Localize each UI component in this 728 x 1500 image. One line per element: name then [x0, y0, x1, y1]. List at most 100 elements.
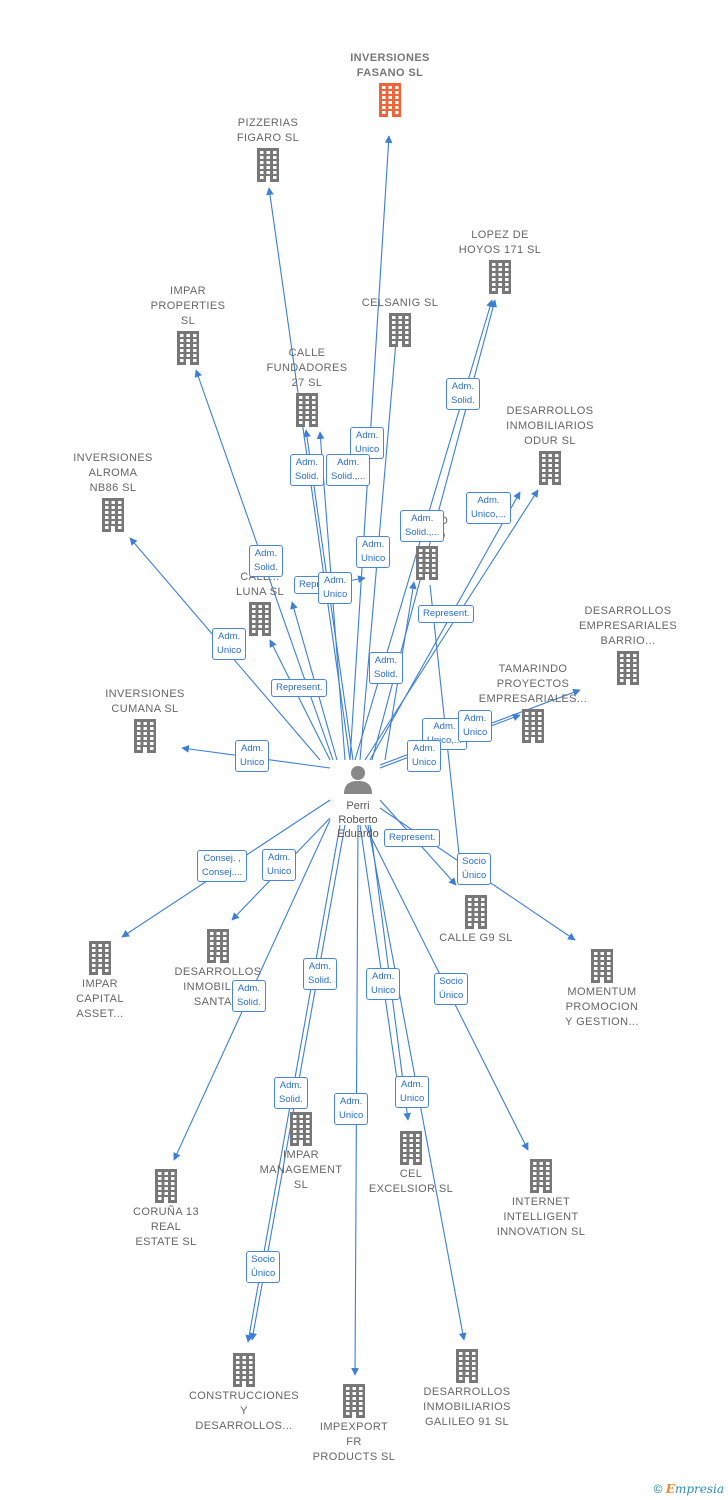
- company-label: IMPAR MANAGEMENT SL: [259, 1149, 343, 1191]
- building-icon: [617, 651, 639, 685]
- building-icon: [257, 148, 279, 182]
- company-label: DESARROLLOS EMPRESARIALES BARRIO...: [578, 605, 678, 647]
- company-node-cumana[interactable]: INVERSIONES CUMANA SL: [70, 687, 220, 755]
- relation-label[interactable]: Adm. Unico: [366, 968, 401, 1000]
- building-icon: [416, 546, 438, 580]
- company-label: INVERSIONES ALROMA NB86 SL: [73, 452, 153, 494]
- relation-label[interactable]: Adm. Solid.: [290, 454, 324, 486]
- person-icon: [344, 766, 372, 794]
- relation-label[interactable]: Adm. Solid.: [274, 1077, 308, 1109]
- company-node-celsanig[interactable]: CELSANIG SL: [325, 296, 475, 349]
- company-label: MOMENTUM PROMOCION Y GESTION...: [565, 986, 639, 1028]
- relation-label[interactable]: Adm. Unico: [235, 740, 270, 772]
- company-label: CONSTRUCCIONES Y DESARROLLOS...: [188, 1390, 300, 1432]
- relation-edge: [364, 489, 539, 761]
- building-icon: [102, 498, 124, 532]
- relation-label[interactable]: Adm. Solid.: [369, 652, 403, 684]
- company-label: INVERSIONES CUMANA SL: [105, 688, 185, 715]
- company-node-galileo[interactable]: DESARROLLOS INMOBILIARIOS GALILEO 91 SL: [392, 1347, 542, 1430]
- company-node-odur[interactable]: DESARROLLOS INMOBILIARIOS ODUR SL: [475, 404, 625, 487]
- building-icon: [389, 313, 411, 347]
- company-node-calle-fund[interactable]: CALLE FUNDADORES 27 SL: [232, 346, 382, 429]
- company-node-impar-mgmt[interactable]: IMPAR MANAGEMENT SL: [226, 1110, 376, 1193]
- building-icon: [465, 895, 487, 929]
- relation-label[interactable]: Adm. Solid.: [249, 545, 283, 577]
- company-label: CELSANIG SL: [361, 297, 439, 309]
- building-icon: [489, 260, 511, 294]
- footer-brand[interactable]: © Empresia: [654, 1482, 724, 1496]
- relation-label[interactable]: Adm. Unico: [458, 710, 493, 742]
- relation-label[interactable]: Adm. Solid.: [446, 378, 480, 410]
- company-node-calle-g9[interactable]: CALLE G9 SL: [401, 893, 551, 946]
- relation-label[interactable]: Socio Único: [246, 1251, 281, 1283]
- company-node-momentum[interactable]: MOMENTUM PROMOCION Y GESTION...: [527, 947, 677, 1030]
- company-label: DESARROLLOS INMOBILIARIOS ODUR SL: [506, 405, 594, 447]
- company-node-cel[interactable]: CEL EXCELSIOR SL: [336, 1129, 486, 1197]
- relation-label[interactable]: Adm. Unico: [350, 427, 385, 459]
- company-label: TAMARINDO PROYECTOS EMPRESARIALES...: [478, 663, 588, 705]
- relation-label[interactable]: Adm. Unico: [334, 1093, 369, 1125]
- company-node-impar-prop[interactable]: IMPAR PROPERTIES SL: [113, 284, 263, 367]
- person-name: Perri Roberto Eduardo: [337, 800, 379, 840]
- building-icon: [233, 1353, 255, 1387]
- company-node-coruna[interactable]: CORUÑA 13 REAL ESTATE SL: [91, 1167, 241, 1250]
- company-label: CEL EXCELSIOR SL: [368, 1168, 454, 1195]
- relation-label[interactable]: Represent.: [418, 605, 475, 623]
- company-node-santa[interactable]: DESARROLLOS INMOBILIA... SANTA...: [143, 927, 293, 1010]
- company-label: DESARROLLOS INMOBILIARIOS GALILEO 91 SL: [423, 1386, 511, 1428]
- company-node-impar-cap[interactable]: IMPAR CAPITAL ASSET...: [25, 939, 175, 1022]
- relation-label[interactable]: Adm. Solid.: [232, 980, 266, 1012]
- relation-label[interactable]: Consej. , Consej....: [197, 850, 248, 882]
- company-node-construcciones[interactable]: CONSTRUCCIONES Y DESARROLLOS...: [169, 1351, 319, 1434]
- company-node-pizzerias[interactable]: PIZZERIAS FIGARO SL: [193, 116, 343, 184]
- company-label: LOPEZ DE HOYOS 171 SL: [458, 229, 542, 256]
- company-label: CORUÑA 13 REAL ESTATE SL: [133, 1206, 199, 1248]
- relation-label[interactable]: Adm. Solid.,...: [400, 510, 445, 542]
- relation-label[interactable]: Adm. Solid.: [303, 958, 337, 990]
- building-icon: [530, 1159, 552, 1193]
- relation-label[interactable]: Represent.: [271, 679, 328, 697]
- relation-label[interactable]: Represent.: [384, 829, 441, 847]
- relation-label[interactable]: Adm. Unico: [262, 849, 297, 881]
- company-node-fasano[interactable]: INVERSIONES FASANO SL: [315, 51, 465, 119]
- relation-label[interactable]: Adm. Unico: [356, 536, 391, 568]
- building-icon: [290, 1112, 312, 1146]
- company-label: PIZZERIAS FIGARO SL: [236, 117, 300, 144]
- building-icon: [379, 83, 401, 117]
- company-label: CALLE G9 SL: [439, 932, 513, 944]
- building-icon: [591, 949, 613, 983]
- relation-label[interactable]: Adm. Unico: [212, 628, 247, 660]
- company-label: CALLE FUNDADORES 27 SL: [266, 347, 348, 389]
- company-node-alroma[interactable]: INVERSIONES ALROMA NB86 SL: [38, 451, 188, 534]
- relation-edge: [369, 491, 521, 761]
- company-node-tamarindo[interactable]: TAMARINDO PROYECTOS EMPRESARIALES...: [458, 662, 608, 745]
- person-node[interactable]: Perri Roberto Eduardo: [318, 764, 398, 841]
- relation-label[interactable]: Adm. Unico: [395, 1076, 430, 1108]
- relation-label[interactable]: Adm. Unico: [407, 740, 442, 772]
- relation-label[interactable]: Adm. Solid.,...: [326, 454, 371, 486]
- company-node-internet[interactable]: INTERNET INTELLIGENT INNOVATION SL: [466, 1157, 616, 1240]
- copyright-symbol: ©: [653, 1482, 663, 1496]
- relation-label[interactable]: Socio Único: [434, 973, 469, 1005]
- brand-logo: Empresia: [665, 1482, 724, 1496]
- relation-label[interactable]: Socio Único: [457, 853, 492, 885]
- relation-edge: [359, 824, 403, 1101]
- company-node-impexport[interactable]: IMPEXPORT FR PRODUCTS SL: [279, 1382, 429, 1465]
- company-node-lopez[interactable]: LOPEZ DE HOYOS 171 SL: [425, 228, 575, 296]
- building-icon: [456, 1349, 478, 1383]
- building-icon: [343, 1384, 365, 1418]
- building-icon: [249, 602, 271, 636]
- relation-edge: [269, 639, 331, 761]
- company-label: INTERNET INTELLIGENT INNOVATION SL: [496, 1196, 586, 1238]
- building-icon: [155, 1169, 177, 1203]
- relation-label[interactable]: Adm. Unico,...: [466, 492, 511, 524]
- company-label: IMPAR CAPITAL ASSET...: [76, 978, 124, 1020]
- building-icon: [134, 719, 156, 753]
- building-icon: [89, 941, 111, 975]
- company-label: IMPAR PROPERTIES SL: [150, 285, 226, 327]
- relation-label[interactable]: Adm. Unico: [318, 572, 353, 604]
- company-node-barrio[interactable]: DESARROLLOS EMPRESARIALES BARRIO...: [553, 604, 703, 687]
- building-icon: [177, 331, 199, 365]
- building-icon: [400, 1131, 422, 1165]
